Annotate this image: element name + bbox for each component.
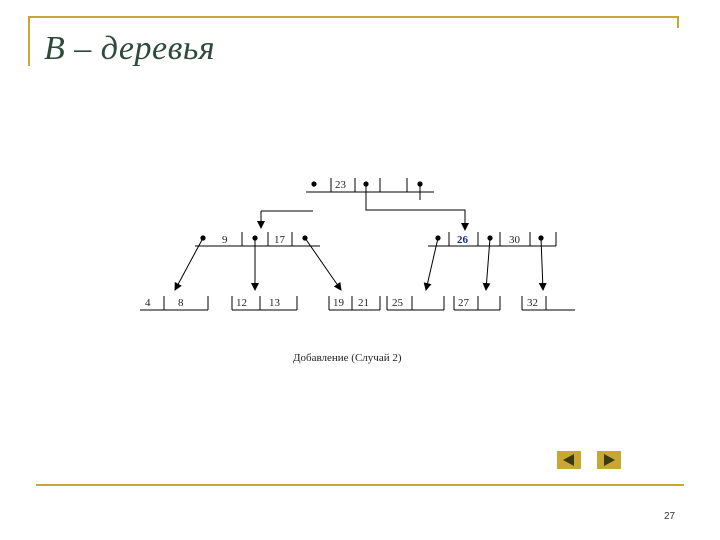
leaf1-key-b: 8 [178, 297, 184, 309]
leaf-node-3 [328, 296, 381, 311]
leaf4-key-a: 25 [392, 297, 404, 309]
leaf-pointer [482, 237, 491, 291]
right-internal-node [428, 232, 557, 247]
root-pointer-dot [311, 181, 317, 187]
leaf-pointer [174, 237, 204, 291]
leaf-node-6 [521, 296, 575, 311]
footer-line [36, 484, 684, 486]
slide-title: B – деревья [44, 30, 216, 67]
root-key: 23 [335, 179, 347, 191]
leaf-node-1 [140, 296, 209, 311]
leaf5-key-a: 27 [458, 297, 470, 309]
frame-right-line [677, 16, 679, 28]
leaf3-key-a: 19 [333, 297, 345, 309]
leaf-pointer [304, 237, 342, 291]
right-key-b: 30 [509, 234, 521, 246]
prev-slide-button[interactable] [557, 451, 581, 469]
page-number: 27 [664, 511, 676, 522]
leaf-pointer [423, 237, 439, 291]
root-node [306, 178, 434, 193]
frame-left-line [28, 16, 30, 66]
left-key-a: 9 [222, 234, 228, 246]
leaf6-key-a: 32 [527, 297, 538, 309]
right-key-a: 26 [457, 234, 469, 246]
root-right-pointer [365, 184, 469, 231]
triangle-right-icon [604, 454, 615, 466]
leaf3-key-b: 21 [358, 297, 369, 309]
left-internal-node [195, 232, 320, 247]
frame-top-line [28, 16, 678, 18]
next-slide-button[interactable] [597, 451, 621, 469]
diagram-caption: Добавление (Случай 2) [293, 352, 402, 364]
left-key-b: 17 [274, 234, 286, 246]
leaf-pointer [538, 237, 547, 291]
triangle-left-icon [563, 454, 574, 466]
leaf1-key-a: 4 [145, 297, 151, 309]
leaf2-key-b: 13 [269, 297, 281, 309]
leaf-node-5 [453, 296, 501, 311]
leaf-node-4 [386, 296, 445, 311]
leaf-node-2 [231, 296, 298, 311]
leaf2-key-a: 12 [236, 297, 247, 309]
